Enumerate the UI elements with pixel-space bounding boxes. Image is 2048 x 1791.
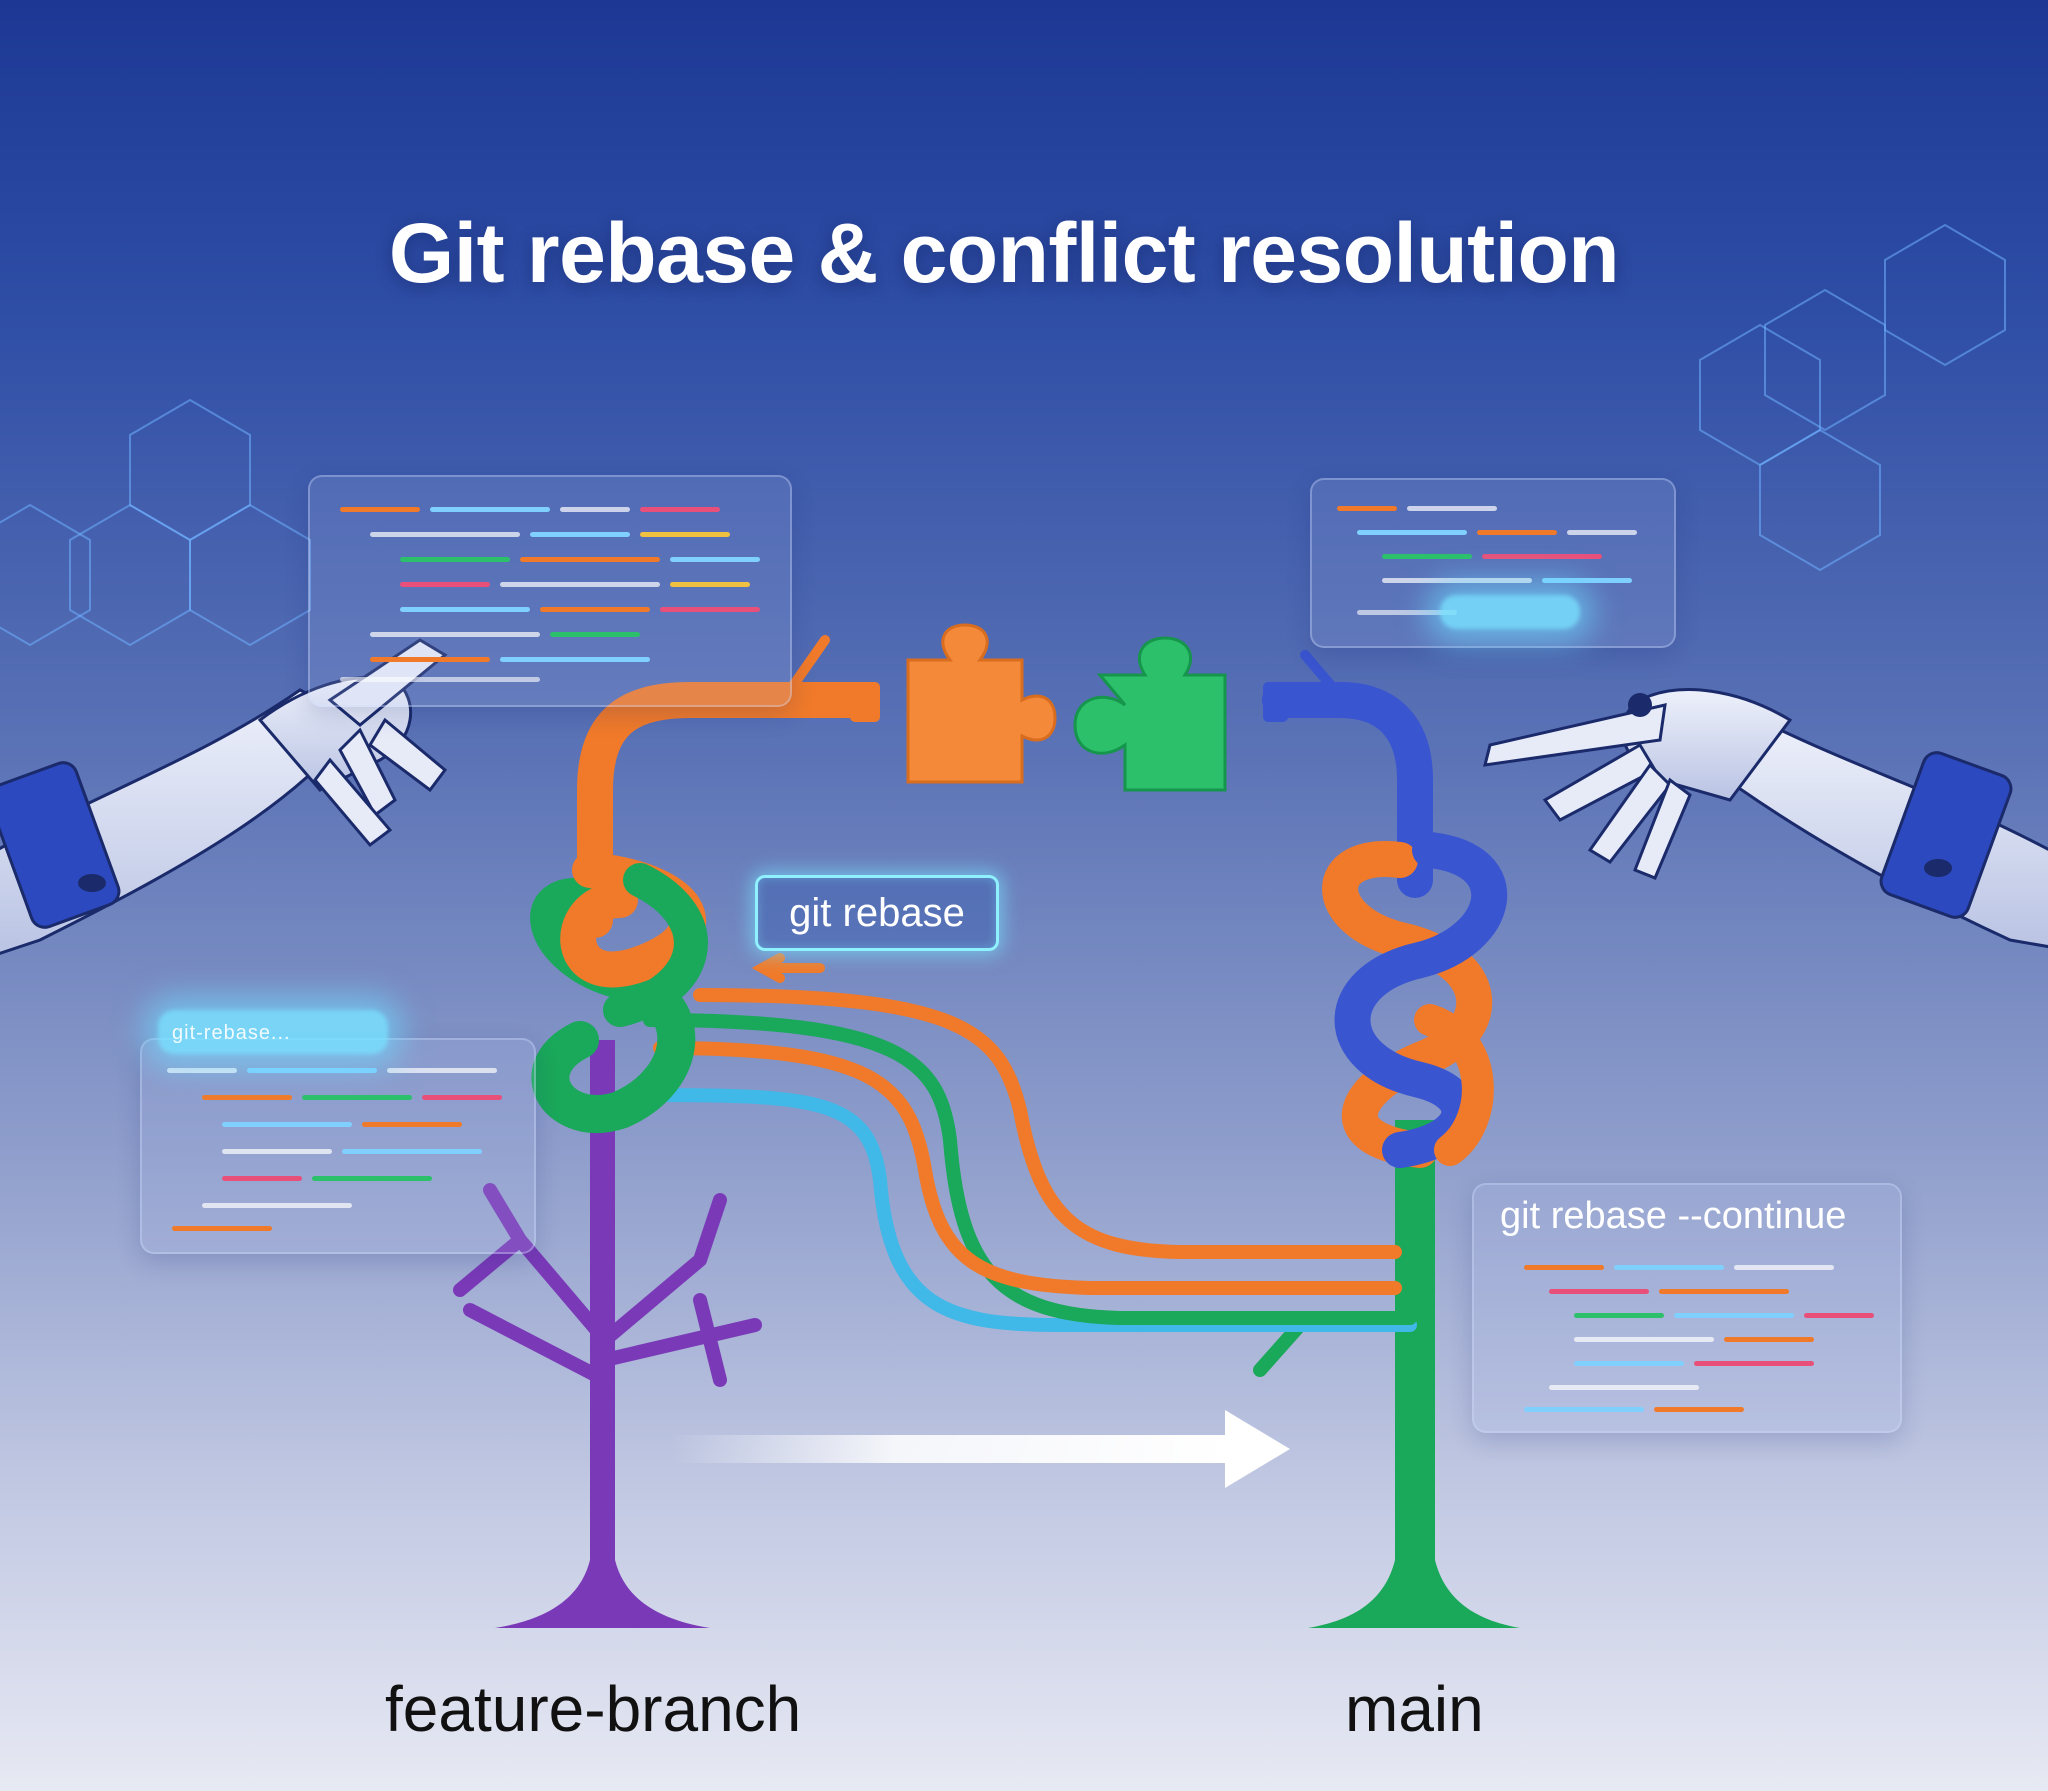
- robot-hand-right-icon: [1483, 688, 2048, 949]
- hexagon-grid-icon: [0, 223, 2006, 647]
- left-conflict-knot: [530, 852, 708, 1133]
- main-branch-label: main: [1345, 1673, 1484, 1745]
- puzzle-piece-green-icon: [1073, 636, 1227, 792]
- rebase-command-badge: git rebase: [755, 875, 999, 951]
- main-pipe: [1262, 650, 1433, 898]
- puzzle-piece-orange-icon: [906, 623, 1057, 784]
- feature-branch-label: feature-branch: [385, 1673, 802, 1745]
- code-panel-left: [140, 1038, 536, 1254]
- page-title: Git rebase & conflict resolution: [388, 206, 1620, 300]
- arrow-right-icon: [670, 1410, 1290, 1488]
- rebase-continue-command: git rebase --continue: [1500, 1195, 1847, 1237]
- highlight-glow-left: [158, 1010, 388, 1054]
- code-panel-right: [1472, 1183, 1902, 1433]
- feature-pipe: [577, 635, 880, 938]
- code-panel-top-left: [308, 475, 792, 707]
- right-conflict-knot: [1322, 832, 1508, 1168]
- glow-snippet-text: git-rebase...: [172, 1022, 291, 1044]
- feature-branch-tree: [453, 1040, 762, 1628]
- highlight-glow-top-right: [1440, 595, 1580, 629]
- rebase-strands: [643, 953, 1417, 1332]
